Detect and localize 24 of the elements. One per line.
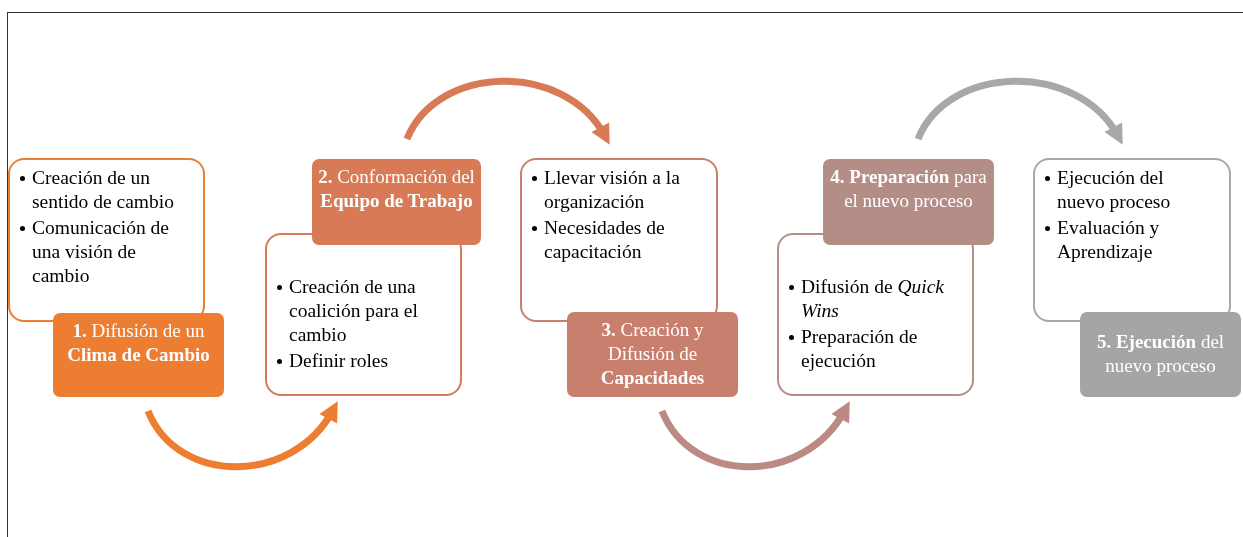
bullet-text: Necesidades de capacitación <box>544 216 666 264</box>
bullet-text: Llevar visión a la organización <box>544 166 681 214</box>
text-panel <box>8 158 205 322</box>
step-heading: 3. Creación y Difusión de Capacidades <box>567 312 738 397</box>
curved-arrow <box>914 77 1124 145</box>
step-heading: 2. Conformación del Equipo de Trabajo <box>312 159 481 245</box>
bullet-text: Creación de una coalición para el cambio <box>289 275 419 347</box>
bullet-text: Comunicación de una visión de cambio <box>32 216 170 288</box>
bullet-text: Definir roles <box>289 349 389 373</box>
text-panel <box>1033 158 1231 322</box>
bullet-text: Difusión de Quick Wins <box>801 275 945 323</box>
curved-arrow <box>658 401 851 471</box>
bullet-text: Preparación de ejecución <box>801 325 919 373</box>
text-panel <box>520 158 718 322</box>
bullet-text: Creación de un sentido de cambio <box>32 166 175 214</box>
curved-arrow <box>403 77 611 145</box>
curved-arrow <box>144 401 339 471</box>
bullet-text: Evaluación y Aprendizaje <box>1057 216 1161 264</box>
bullet-text: Ejecución del nuevo proceso <box>1057 166 1172 214</box>
step-heading: 4. Preparación para el nuevo proceso <box>823 159 994 245</box>
text-panel <box>265 233 462 396</box>
step-heading: 5. Ejecución del nuevo proceso <box>1080 312 1241 397</box>
text-panel <box>777 233 974 396</box>
step-heading: 1. Difusión de un Clima de Cambio <box>53 313 224 397</box>
